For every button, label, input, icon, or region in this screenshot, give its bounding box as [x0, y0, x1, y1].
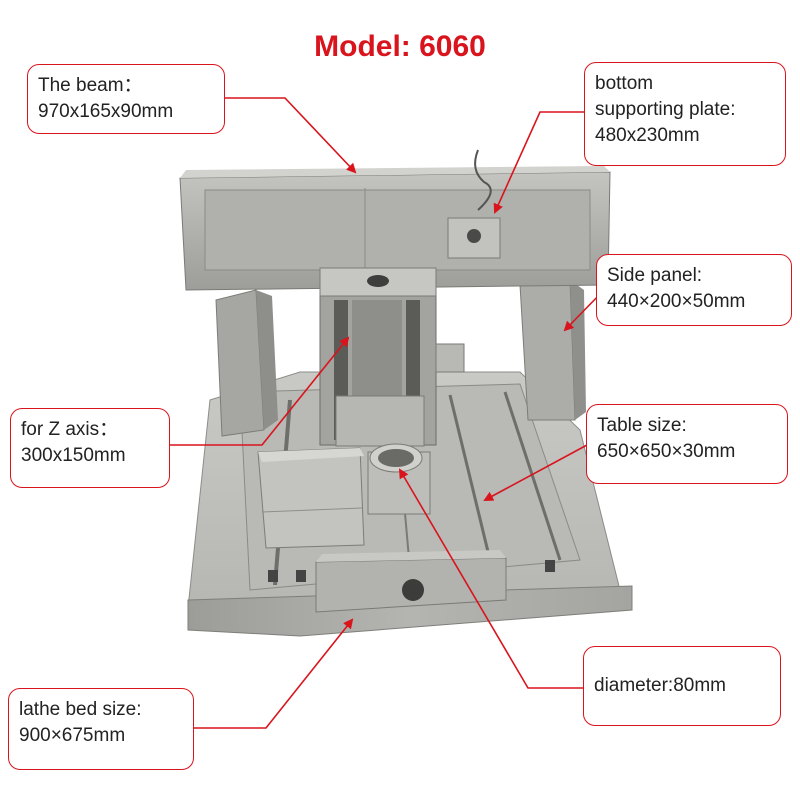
- model-title: Model: 6060: [314, 30, 486, 63]
- table-size-callout: Table size: 650×650×30mm: [586, 404, 788, 484]
- table-size-callout-line-1: Table size:: [597, 415, 687, 436]
- lathe-connector: [192, 618, 354, 729]
- side-panel-callout: Side panel: 440×200×50mm: [596, 254, 792, 326]
- diameter-callout-line-1: diameter:80mm: [594, 675, 726, 696]
- bottom-plate-callout: bottom supporting plate: 480x230mm: [584, 62, 786, 166]
- z-axis-callout-line-2: 300x150mm: [21, 445, 126, 466]
- table-connector: [483, 444, 588, 501]
- beam-callout: The beam： 970x165x90mm: [27, 64, 225, 134]
- beam-connector: [215, 97, 357, 174]
- beam-callout-line-1: The beam：: [38, 75, 143, 96]
- bottom-plate-callout-line-2: supporting plate:: [595, 99, 736, 120]
- side-panel-callout-line-1: Side panel:: [607, 265, 703, 286]
- beam-callout-line-2: 970x165x90mm: [38, 101, 174, 122]
- lathe-bed-callout-line-2: 900×675mm: [19, 725, 126, 746]
- z-axis-callout: for Z axis： 300x150mm: [10, 408, 170, 488]
- z-axis-callout-line-1: for Z axis：: [21, 419, 119, 440]
- bottom-plate-callout-line-1: bottom: [595, 73, 654, 94]
- side-panel-callout-line-2: 440×200×50mm: [607, 291, 746, 312]
- z-axis-connector: [168, 336, 350, 446]
- lathe-bed-callout-line-1: lathe bed size:: [19, 699, 142, 720]
- bottom-plate-callout-line-3: 480x230mm: [595, 125, 700, 146]
- plate-connector: [493, 111, 585, 214]
- table-size-callout-line-2: 650×650×30mm: [597, 441, 736, 462]
- diameter-connector: [398, 468, 584, 689]
- lathe-bed-front: [187, 585, 633, 637]
- lathe-bed-callout: lathe bed size: 900×675mm: [8, 688, 194, 770]
- diameter-callout: diameter:80mm: [583, 646, 781, 726]
